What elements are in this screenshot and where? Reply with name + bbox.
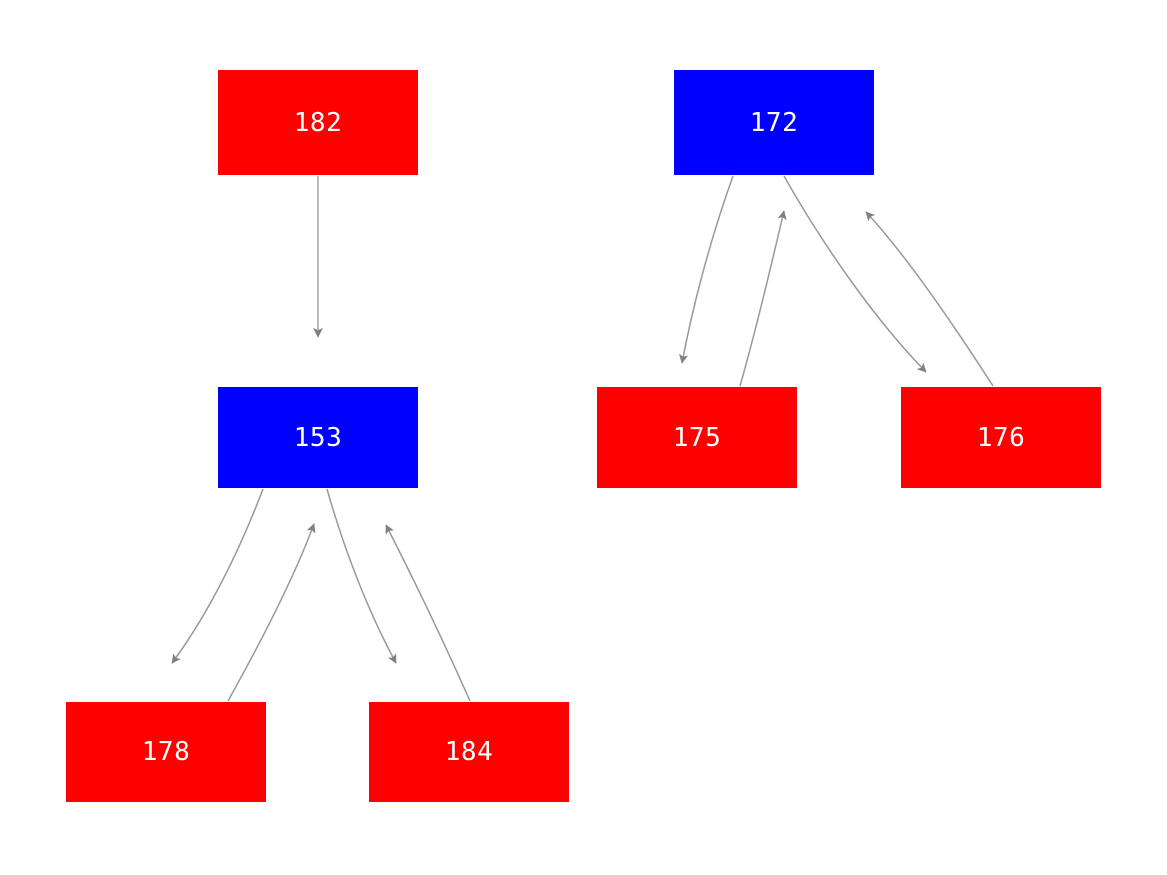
- edge-172-to-175: [679, 175, 734, 364]
- edge-178-to-153: [227, 523, 316, 702]
- graph-node-176[interactable]: 176: [901, 387, 1101, 488]
- graph-node-184[interactable]: 184: [369, 702, 569, 802]
- graph-node-172[interactable]: 172: [674, 70, 874, 175]
- graph-node-175[interactable]: 175: [597, 387, 797, 488]
- node-label-178: 178: [141, 737, 191, 767]
- edge-176-to-172: [865, 211, 994, 387]
- edge-172-to-176: [783, 175, 927, 373]
- node-label-184: 184: [444, 737, 494, 767]
- edge-153-to-178: [171, 488, 264, 664]
- edge-153-to-184: [326, 488, 397, 664]
- graph-node-153[interactable]: 153: [218, 387, 418, 488]
- node-label-176: 176: [976, 422, 1026, 453]
- node-label-182: 182: [293, 107, 343, 138]
- edge-184-to-153: [385, 524, 471, 702]
- node-label-153: 153: [293, 422, 343, 453]
- graph-node-182[interactable]: 182: [218, 70, 418, 175]
- graph-node-178[interactable]: 178: [66, 702, 266, 802]
- node-label-175: 175: [672, 422, 722, 453]
- edge-175-to-172: [739, 210, 787, 387]
- node-label-172: 172: [749, 107, 799, 138]
